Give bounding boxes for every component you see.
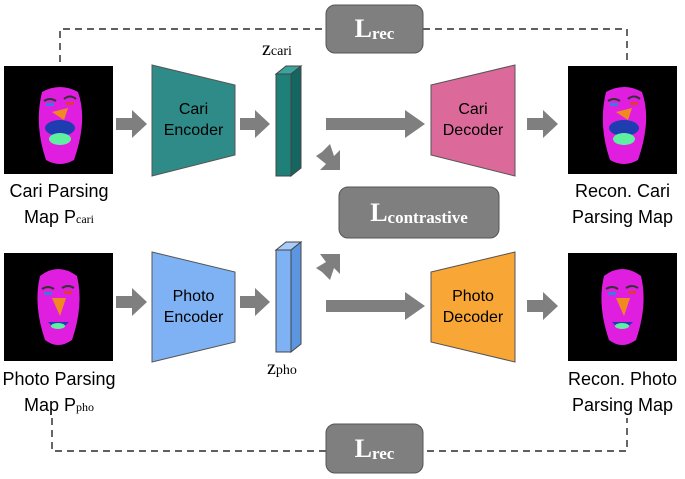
arrow-cari-decoder-to-output bbox=[527, 110, 558, 138]
cari-parsing-map-image bbox=[4, 66, 113, 174]
recon-cari-parsing-map-image bbox=[568, 66, 677, 174]
arrow-photo-decoder-to-output bbox=[527, 292, 558, 320]
arrow-cari-encoder-to-latent bbox=[240, 110, 270, 138]
photo-input-caption-line1: Photo Parsing bbox=[2, 369, 116, 389]
cari-decoder-block bbox=[430, 64, 516, 177]
latent-pho-label: zpho bbox=[267, 355, 337, 384]
photo-encoder-block bbox=[151, 251, 236, 363]
photo-input-caption-line2: Map Ppho bbox=[0, 392, 118, 420]
cari-output-caption-line1: Recon. Cari bbox=[574, 181, 671, 201]
photo-input-caption-main: Map P bbox=[23, 395, 77, 415]
arrow-photo-input-to-encoder bbox=[116, 288, 147, 316]
cari-input-caption: Cari Parsing Map Pcari bbox=[0, 178, 118, 232]
loss-rec-bottom-box bbox=[325, 423, 424, 474]
photo-encoder-line1: Photo bbox=[172, 288, 215, 305]
loss-rec-bottom-sub: rec bbox=[372, 443, 395, 463]
cari-input-caption-main: Map P bbox=[23, 207, 77, 227]
arrow-cari-latent-to-decoder bbox=[326, 110, 425, 138]
cari-decoder-label: Cari Decoder bbox=[431, 99, 515, 141]
photo-input-caption-sub: pho bbox=[76, 400, 95, 414]
cari-encoder-block bbox=[151, 64, 236, 177]
latent-cari-prism bbox=[274, 64, 303, 178]
latent-pho-prism bbox=[274, 240, 303, 354]
latent-cari-sub: cari bbox=[270, 44, 292, 59]
latent-cari-label: zcari bbox=[262, 36, 332, 65]
photo-decoder-line2: Decoder bbox=[442, 309, 504, 326]
cari-input-caption-line2: Map Pcari bbox=[0, 204, 118, 232]
loss-contrastive-sub: contrastive bbox=[387, 207, 468, 227]
loss-rec-bottom-main: L bbox=[354, 433, 372, 463]
photo-input-caption: Photo Parsing Map Ppho bbox=[0, 366, 118, 420]
photo-decoder-block bbox=[430, 251, 516, 363]
loss-rec-top-sub: rec bbox=[372, 24, 395, 43]
cari-decoder-line1: Cari bbox=[458, 101, 488, 118]
arrow-cari-input-to-encoder bbox=[116, 110, 147, 138]
loss-contrastive-main: L bbox=[370, 197, 388, 227]
photo-encoder-label: Photo Encoder bbox=[152, 286, 235, 328]
photo-encoder-line2: Encoder bbox=[163, 309, 224, 326]
latent-pho-main: z bbox=[267, 357, 276, 379]
arrow-photo-latent-to-decoder bbox=[326, 292, 425, 320]
cari-input-caption-line1: Cari Parsing bbox=[9, 181, 109, 201]
loss-contrastive-box bbox=[338, 186, 500, 239]
arrow-photo-encoder-to-latent bbox=[240, 288, 270, 316]
cari-encoder-label: Cari Encoder bbox=[152, 99, 235, 141]
photo-output-caption: Recon. Photo Parsing Map bbox=[562, 366, 683, 418]
rec-loop-bottom bbox=[51, 418, 628, 452]
cari-input-caption-sub: cari bbox=[76, 212, 94, 226]
photo-decoder-line1: Photo bbox=[452, 288, 494, 305]
latent-pho-sub: pho bbox=[275, 363, 297, 378]
photo-output-caption-line1: Recon. Photo bbox=[567, 369, 678, 389]
latent-cari-main: z bbox=[262, 38, 271, 60]
arrow-cari-latent-to-contrastive bbox=[316, 144, 340, 170]
cari-encoder-line2: Encoder bbox=[163, 122, 224, 139]
arrow-pho-latent-to-contrastive bbox=[316, 254, 340, 280]
loss-rec-top-box bbox=[325, 4, 424, 54]
photo-parsing-map-image bbox=[4, 253, 113, 361]
photo-output-caption-line2: Parsing Map bbox=[571, 395, 674, 415]
cari-encoder-line1: Cari bbox=[178, 101, 209, 118]
cari-output-caption: Recon. Cari Parsing Map bbox=[562, 178, 683, 230]
cari-decoder-line2: Decoder bbox=[442, 122, 504, 139]
recon-photo-parsing-map-image bbox=[568, 253, 677, 361]
cari-output-caption-line2: Parsing Map bbox=[571, 207, 674, 227]
loss-rec-top-main: L bbox=[354, 14, 372, 43]
photo-decoder-label: Photo Decoder bbox=[431, 286, 515, 328]
